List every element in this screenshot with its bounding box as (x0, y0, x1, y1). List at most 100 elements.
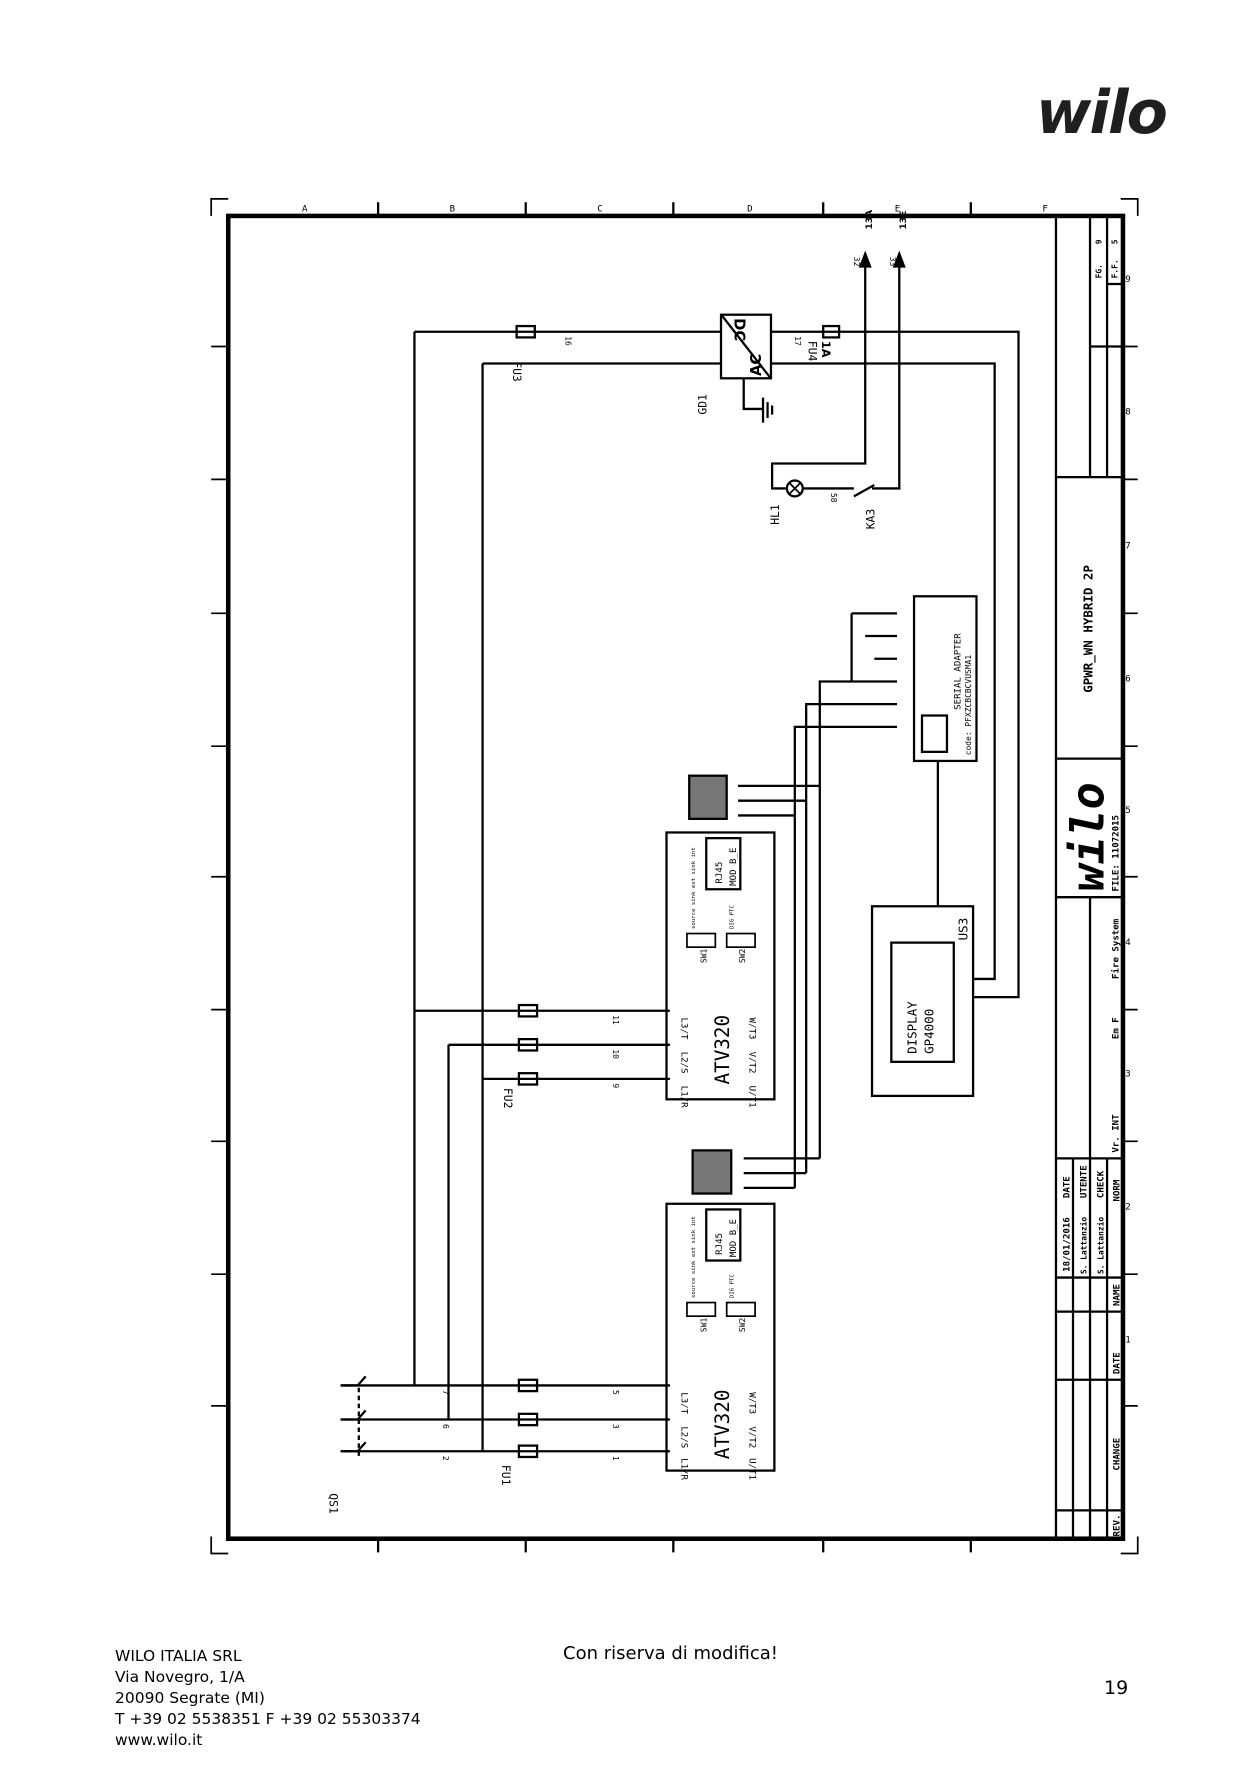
sheets-value: 5 (1110, 239, 1119, 244)
wire-number: 1 (611, 1456, 620, 1461)
terminal-label: L2/S (678, 1426, 688, 1448)
main-switch-icon (340, 1375, 367, 1453)
rj45-port-box (705, 1208, 742, 1262)
dip-switch (725, 932, 756, 949)
terminal-label: W/T3 (746, 1392, 756, 1414)
dip-switch (686, 1301, 717, 1318)
website-link[interactable]: www.wilo.it (115, 1731, 203, 1749)
title-block (1054, 215, 1123, 1539)
title-block-logo: wilo (1062, 782, 1115, 891)
dip-switch (725, 1301, 756, 1318)
mod-label: MOD B_E (729, 848, 739, 886)
fuse-rating: 1A (819, 341, 833, 358)
wire-number: 32 (852, 257, 861, 267)
wire-number: 7 (441, 1390, 450, 1395)
rj45-connector-upper (688, 774, 728, 820)
check-label: CHECK (1097, 1170, 1107, 1198)
terminal-label: U/T1 (746, 1458, 756, 1480)
terminal-label: V/T2 (746, 1426, 756, 1448)
grid-row-label: 3 (1125, 1070, 1130, 1080)
switch-label: SW2 (738, 948, 747, 963)
user-label: UTENTE (1080, 1165, 1090, 1198)
fuse-label: FU3 (510, 361, 524, 382)
rj45-label: RJ45 (715, 1233, 725, 1255)
ac-label: AC (748, 354, 765, 376)
sheet-value: 9 (1094, 239, 1103, 244)
supply-wiring (340, 261, 1020, 1460)
sheets-label: F.F. (1110, 259, 1119, 278)
drive-model: ATV320 (711, 1015, 734, 1085)
wire-number: 2 (441, 1456, 450, 1461)
system-label: Fire System (1110, 918, 1121, 979)
grid-row-label: 6 (1125, 674, 1130, 684)
display-screen (890, 941, 955, 1063)
serial-port-icon (920, 714, 949, 753)
date-value: 18/01/2016 (1063, 1217, 1073, 1272)
wire-number: 9 (611, 1083, 620, 1088)
grid-col-label: C (597, 204, 602, 214)
phone-fax: T +39 02 5538351 F +39 02 55303374 (115, 1710, 421, 1728)
wire-number: 17 (793, 336, 802, 346)
wire-number: 6 (441, 1424, 450, 1429)
serial-adapter-code: code: PFXZCBCBCVUSMA1 (964, 655, 973, 756)
output-label: 13A (865, 210, 875, 230)
norm-label: NORM (1113, 1179, 1123, 1201)
date-label: DATE (1113, 1352, 1123, 1374)
grid-col-label: F (1042, 204, 1047, 214)
sheet-label: FG. (1094, 264, 1103, 278)
switch-options: DI6 PTC (730, 905, 736, 929)
rj45-port-box (705, 837, 742, 891)
wire-number: 5 (611, 1390, 620, 1395)
converter-diagonal (721, 315, 771, 378)
ground-icon (761, 397, 774, 423)
terminal-label: U/T1 (746, 1086, 756, 1108)
switch-label: QS1 (326, 1493, 340, 1514)
display-box (870, 905, 975, 1098)
project-title: GPWR_WN HYBRID 2P (1080, 565, 1096, 693)
output-arrows (858, 250, 906, 268)
grid-row-label: 4 (1125, 938, 1131, 948)
wire-number: 11 (611, 1015, 620, 1025)
wire-number: 3 (611, 1424, 620, 1429)
relay-label: KA3 (863, 509, 877, 530)
display-id: US3 (955, 918, 970, 941)
wire-number: 10 (611, 1049, 620, 1059)
page-number: 19 (1104, 1677, 1129, 1699)
company-address: WILO ITALIA SRL Via Novegro, 1/A 20090 S… (115, 1646, 421, 1751)
change-label: CHANGE (1113, 1438, 1123, 1471)
fuse-label: FU4 (805, 341, 819, 362)
switch-options: source sink ext sink int (691, 847, 697, 929)
switch-label: SW2 (738, 1318, 747, 1333)
terminal-label: L2/S (678, 1052, 688, 1074)
switch-options: source sink ext sink int (691, 1216, 697, 1298)
city: 20090 Segrate (MI) (115, 1689, 265, 1707)
version-label: Vr. INT (1111, 1114, 1121, 1153)
serial-adapter-label: SERIAL ADAPTER (954, 633, 964, 710)
switch-options: DI6 PTC (730, 1274, 736, 1298)
terminal-label: W/T3 (746, 1018, 756, 1040)
lamp-cross (788, 482, 802, 495)
switch-label: SW1 (699, 948, 708, 963)
display-model: GP4000 (921, 1009, 936, 1054)
power-supply-label: GD1 (695, 394, 709, 415)
grid-row-label: 8 (1125, 408, 1130, 418)
grid-row-label: 7 (1125, 542, 1130, 552)
drawing-frame (225, 213, 1126, 1541)
fuse-label: FU1 (499, 1465, 513, 1486)
terminal-label: V/T2 (746, 1052, 756, 1074)
display-label: DISPLAY (904, 1001, 919, 1054)
rj45-label: RJ45 (715, 862, 725, 884)
wire-number: 58 (829, 493, 838, 503)
grid-row-label: 1 (1125, 1335, 1130, 1345)
grid-col-label: A (302, 204, 308, 214)
file-number: FILE: 11072015 (1111, 815, 1121, 892)
ac-dc-converter (719, 313, 773, 380)
terminal-label: L3/T (678, 1018, 688, 1040)
fuses (515, 324, 841, 1459)
terminal-label: L1/R (678, 1458, 688, 1480)
drive-upper-box (665, 831, 776, 1101)
date-label: DATE (1063, 1176, 1073, 1198)
terminal-label: L1/R (678, 1086, 688, 1108)
frame-corners (210, 198, 1139, 1555)
